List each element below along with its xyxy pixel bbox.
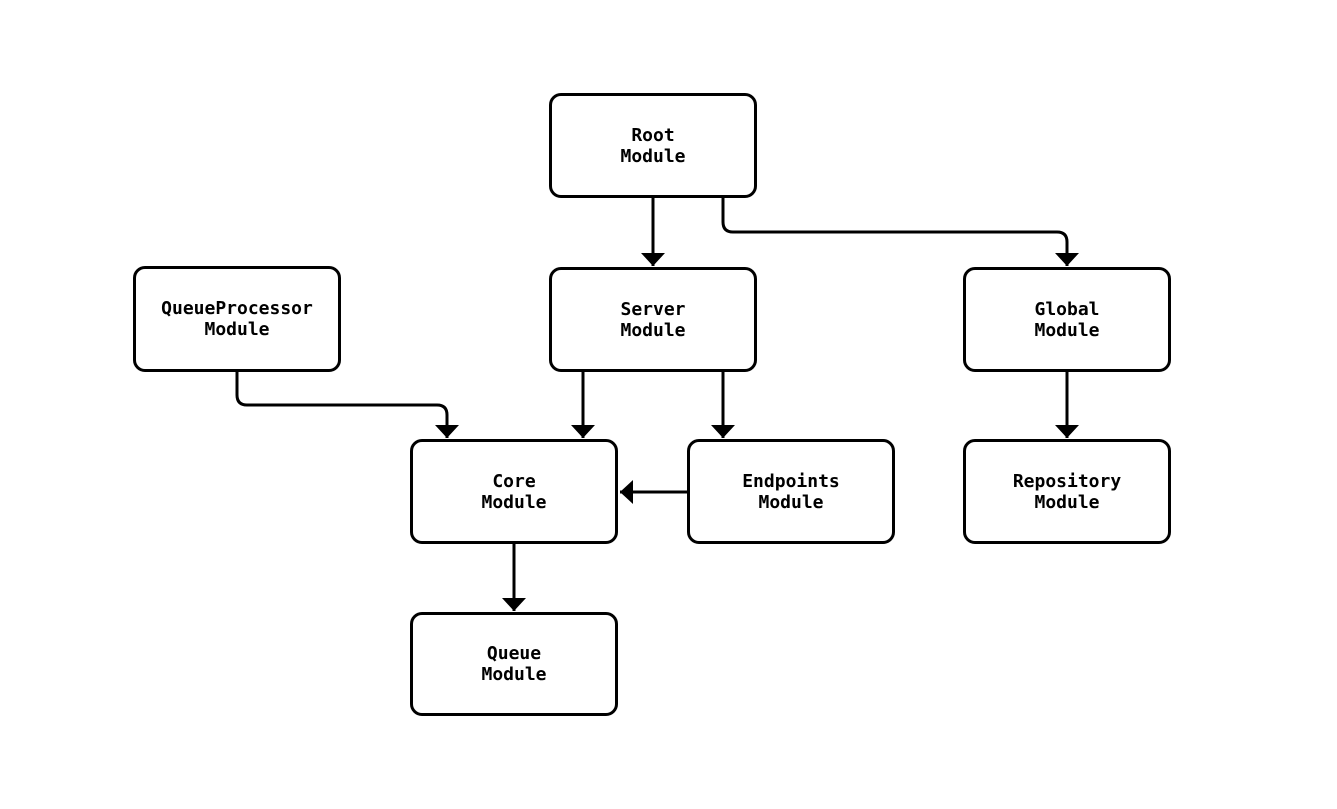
node-label-line: Module	[481, 491, 547, 513]
node-label-line: Module	[620, 319, 686, 341]
node-label-line: Global	[1034, 298, 1100, 320]
node-label-line: Module	[204, 319, 270, 340]
node-label-line: Root	[631, 124, 675, 146]
node-label-line: Endpoints	[742, 470, 840, 492]
node-label-line: Module	[758, 491, 824, 513]
edge-queueprocessor-module-to-core-module	[235, 372, 459, 438]
node-label-line: Core	[492, 470, 536, 492]
node-label-line: Module	[481, 664, 547, 685]
node-label-line: Module	[620, 145, 686, 167]
node-label-line: Module	[1034, 319, 1100, 341]
edge-root-module-to-global-module	[721, 198, 1079, 266]
node-label-line: Repository	[1012, 470, 1122, 492]
node-label-line: QueueProcessor	[161, 298, 313, 319]
node-label-line: Server	[620, 298, 686, 320]
node-label-line: Module	[1034, 491, 1100, 513]
node-label-line: Queue	[486, 643, 542, 664]
